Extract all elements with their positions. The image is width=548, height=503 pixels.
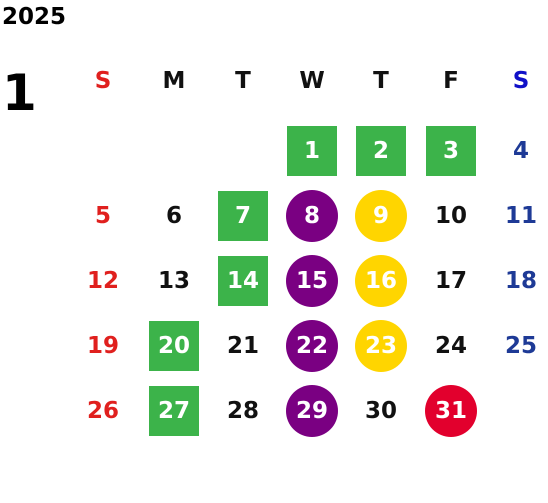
day-cell: 28	[213, 383, 273, 439]
day-number: 4	[512, 137, 529, 164]
day-cell: 7	[213, 188, 273, 244]
weekday-label: M	[162, 68, 186, 94]
day-cell: 24	[421, 318, 481, 374]
day-number: 28	[226, 397, 259, 424]
day-number: 26	[86, 397, 119, 424]
day-cell: 21	[213, 318, 273, 374]
yellow-circle-marker: 16	[355, 255, 407, 307]
day-cell: 3	[421, 123, 481, 179]
yellow-circle-marker: 23	[355, 320, 407, 372]
day-cell: 17	[421, 253, 481, 309]
green-square-marker: 20	[149, 321, 199, 371]
day-cell: 9	[351, 188, 411, 244]
day-number: 24	[434, 332, 467, 359]
yellow-circle-marker: 9	[355, 190, 407, 242]
day-number: 11	[504, 202, 537, 229]
day-number: 18	[504, 267, 537, 294]
day-cell: 13	[144, 253, 204, 309]
day-number: 25	[504, 332, 537, 359]
day-cell: 30	[351, 383, 411, 439]
day-cell: 1	[282, 123, 342, 179]
day-number: 17	[434, 267, 467, 294]
day-cell: 27	[144, 383, 204, 439]
purple-circle-marker: 22	[286, 320, 338, 372]
day-cell: 26	[73, 383, 133, 439]
day-cell: 22	[282, 318, 342, 374]
day-cell: 10	[421, 188, 481, 244]
weekday-label: T	[373, 68, 389, 94]
weekday-label: W	[299, 68, 325, 94]
day-number: 21	[226, 332, 259, 359]
year-label: 2025	[2, 4, 67, 30]
day-cell: 11	[491, 188, 548, 244]
purple-circle-marker: 15	[286, 255, 338, 307]
month-number: 1	[2, 64, 37, 122]
green-square-marker: 2	[356, 126, 406, 176]
weekday-label: S	[94, 68, 112, 94]
day-cell: 2	[351, 123, 411, 179]
day-cell: 23	[351, 318, 411, 374]
weekday-label: T	[235, 68, 251, 94]
day-cell: 6	[144, 188, 204, 244]
day-cell: 18	[491, 253, 548, 309]
weekday-label: F	[443, 68, 459, 94]
day-cell: 15	[282, 253, 342, 309]
green-square-marker: 1	[287, 126, 337, 176]
green-square-marker: 27	[149, 386, 199, 436]
day-number: 5	[94, 202, 111, 229]
red-circle-marker: 31	[425, 385, 477, 437]
day-cell: 5	[73, 188, 133, 244]
day-cell: 19	[73, 318, 133, 374]
green-square-marker: 14	[218, 256, 268, 306]
day-number: 6	[165, 202, 182, 229]
day-cell: 31	[421, 383, 481, 439]
day-number: 30	[364, 397, 397, 424]
day-number: 13	[157, 267, 190, 294]
day-cell: 12	[73, 253, 133, 309]
purple-circle-marker: 29	[286, 385, 338, 437]
day-number: 10	[434, 202, 467, 229]
day-number: 19	[86, 332, 119, 359]
green-square-marker: 3	[426, 126, 476, 176]
day-cell: 8	[282, 188, 342, 244]
day-cell: 14	[213, 253, 273, 309]
purple-circle-marker: 8	[286, 190, 338, 242]
day-cell: 29	[282, 383, 342, 439]
day-cell: 4	[491, 123, 548, 179]
weekday-label: S	[512, 68, 530, 94]
day-cell: 16	[351, 253, 411, 309]
day-number: 12	[86, 267, 119, 294]
day-cell: 20	[144, 318, 204, 374]
day-cell: 25	[491, 318, 548, 374]
green-square-marker: 7	[218, 191, 268, 241]
